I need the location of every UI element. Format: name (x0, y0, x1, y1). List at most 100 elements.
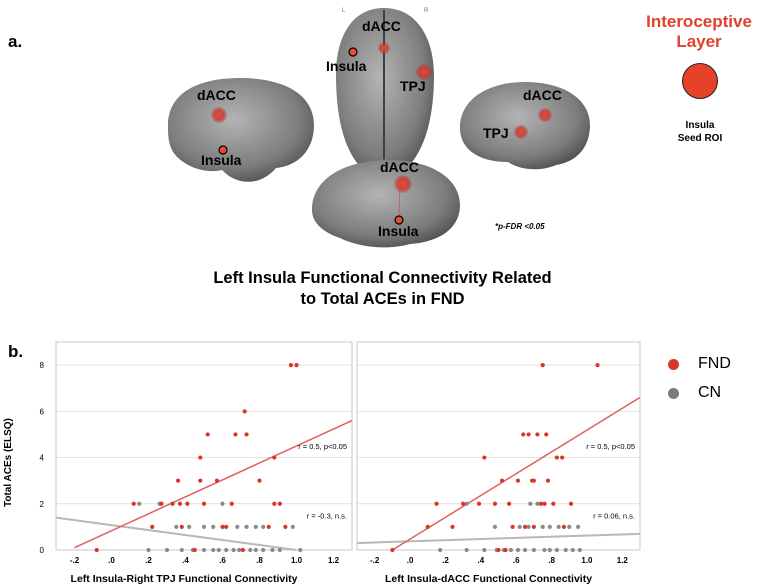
fit-line-cn-1 (356, 532, 641, 545)
brain-right-lateral-view: dACC TPJ (460, 82, 590, 170)
seed-roi-swatch (682, 63, 718, 99)
brain-medial-view: dACC Insula (312, 159, 460, 248)
point-fnd-1-1 (595, 363, 600, 368)
point-cn-0-9 (253, 524, 258, 529)
point-cn-0-14 (179, 547, 184, 553)
point-fnd-1-21 (551, 501, 556, 506)
point-cn-0-17 (211, 547, 216, 553)
point-cn-0-7 (235, 524, 240, 529)
point-fnd-1-6 (544, 432, 549, 437)
point-cn-1-2 (535, 501, 540, 506)
point-cn-0-8 (244, 524, 249, 529)
legend-cn-label: CN (698, 384, 722, 401)
fdr-note: *p-FDR <0.05 (495, 222, 545, 231)
y-tick-label-0-4: 8 (40, 361, 45, 370)
point-cn-0-19 (224, 547, 229, 553)
point-cn-1-6 (540, 524, 545, 529)
point-cn-0-0 (137, 501, 142, 506)
point-fnd-1-31 (503, 547, 508, 553)
point-cn-1-4 (517, 524, 522, 529)
point-fnd-1-0 (540, 363, 545, 368)
point-cn-1-20 (542, 547, 547, 553)
point-cn-0-11 (290, 524, 295, 529)
point-fnd-0-5 (244, 432, 249, 437)
annotation-fnd-0: r = 0.5, p<0.05 (298, 442, 347, 451)
point-fnd-1-13 (545, 478, 551, 483)
x-tick-label-0-6: 1.0 (291, 556, 303, 565)
x-axis-title-1: Left Insula-dACC Functional Connectivity (385, 573, 592, 585)
legend-title-line1: Interoceptive (646, 12, 752, 31)
point-fnd-0-3 (205, 432, 210, 437)
point-fnd-1-2 (521, 432, 526, 437)
point-fnd-0-24 (224, 524, 229, 529)
point-fnd-0-2 (242, 409, 247, 414)
point-fnd-1-22 (568, 501, 574, 506)
x-axis-title-0: Left Insula-Right TPJ Functional Connect… (71, 573, 298, 585)
panel-label-a: a. (8, 32, 23, 51)
point-fnd-1-27 (531, 524, 536, 529)
point-fnd-0-23 (220, 524, 225, 529)
point-fnd-0-8 (176, 478, 181, 483)
annotation-fnd-1: r = 0.5, p<0.05 (586, 442, 635, 451)
point-cn-0-26 (277, 547, 282, 553)
point-fnd-0-18 (229, 501, 234, 506)
label-tpj-right: TPJ (483, 125, 509, 141)
point-cn-1-0 (464, 501, 469, 506)
point-fnd-1-24 (450, 524, 455, 529)
point-cn-0-16 (201, 547, 207, 553)
orientation-left: L (342, 8, 346, 14)
point-cn-0-10 (261, 524, 266, 529)
point-fnd-1-10 (499, 478, 505, 483)
point-cn-1-1 (528, 501, 533, 506)
brain-axial-view: dACC Insula TPJ L R (326, 8, 434, 180)
point-cn-1-23 (563, 547, 568, 553)
x-tick-label-1-2: .2 (442, 556, 449, 565)
point-cn-0-22 (248, 547, 253, 553)
point-cn-0-18 (216, 547, 221, 553)
point-fnd-1-5 (535, 432, 540, 437)
point-fnd-1-11 (515, 478, 521, 483)
point-cn-1-3 (492, 524, 498, 529)
point-cn-1-17 (515, 547, 521, 553)
point-fnd-0-15 (177, 501, 183, 506)
point-fnd-1-30 (496, 547, 501, 553)
seed-roi-label: Insula Seed ROI (660, 119, 740, 145)
point-fnd-1-18 (507, 501, 512, 506)
point-fnd-0-20 (277, 501, 282, 506)
label-dacc-left: dACC (197, 87, 236, 103)
x-tick-label-0-2: .2 (145, 556, 152, 565)
label-dacc-right: dACC (523, 87, 562, 103)
brain-left-lateral-view: dACC Insula (168, 78, 314, 182)
x-tick-label-0-5: .8 (256, 556, 263, 565)
x-tick-label-1-7: 1.2 (617, 556, 629, 565)
point-cn-1-13 (482, 547, 487, 553)
point-cn-0-21 (237, 547, 242, 553)
roi-label-line1: Insula (685, 120, 715, 131)
y-tick-label-0-1: 2 (40, 500, 45, 509)
point-fnd-1-17 (492, 501, 498, 506)
interoceptive-layer-title: Interoceptive Layer (638, 12, 760, 52)
point-cn-0-27 (298, 547, 303, 553)
point-fnd-0-4 (233, 432, 238, 437)
label-tpj-axial: TPJ (400, 78, 426, 94)
y-tick-label-0-0: 0 (40, 546, 45, 555)
point-fnd-1-12 (530, 478, 535, 483)
point-fnd-0-1 (294, 363, 299, 368)
point-fnd-1-15 (461, 501, 466, 506)
legend-title-line2: Layer (676, 32, 722, 51)
point-fnd-1-3 (526, 432, 531, 437)
point-fnd-0-25 (266, 524, 271, 529)
point-fnd-1-8 (560, 455, 565, 460)
y-tick-label-0-3: 6 (40, 407, 45, 416)
point-fnd-0-16 (185, 501, 190, 506)
point-fnd-0-11 (257, 478, 262, 483)
point-cn-1-7 (547, 524, 552, 529)
point-cn-1-21 (547, 547, 552, 553)
fit-line-fnd-1 (391, 396, 641, 551)
roi-label-line2: Seed ROI (677, 133, 723, 144)
x-tick-label-0-4: .6 (219, 556, 226, 565)
label-insula-medial: Insula (378, 223, 419, 239)
point-fnd-0-28 (192, 547, 197, 553)
point-fnd-1-14 (434, 501, 439, 506)
figure-title-line1: Left Insula Functional Connectivity Rela… (213, 269, 552, 287)
